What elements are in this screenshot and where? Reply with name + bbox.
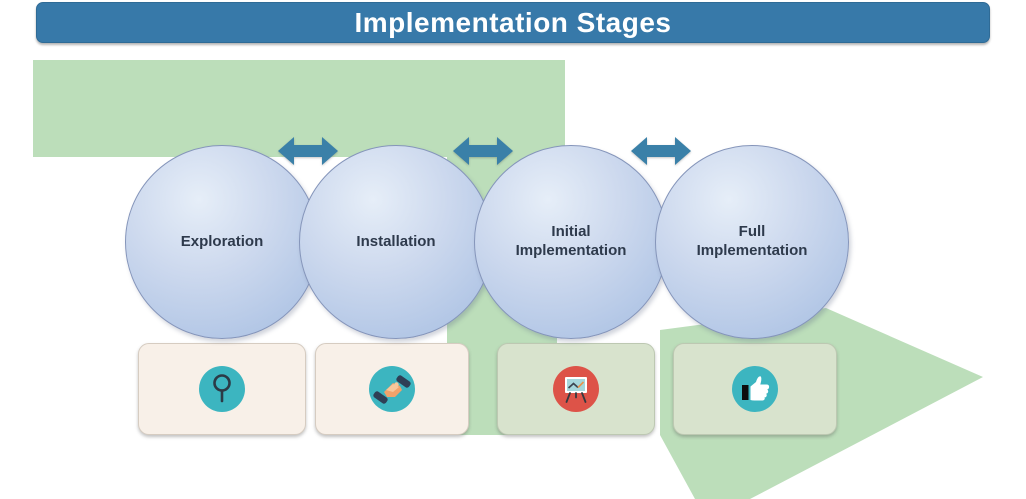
stage-circle-full-implementation: Full Implementation	[655, 145, 849, 339]
presentation-chart-icon	[553, 366, 599, 412]
stage-card-initial-implementation	[497, 343, 655, 435]
stage-circle-initial-implementation: Initial Implementation	[474, 145, 668, 339]
stage-label: Exploration	[180, 232, 264, 250]
stage-card-exploration	[138, 343, 306, 435]
double-arrow-icon	[278, 133, 338, 169]
stage-label: Full Implementation	[696, 223, 808, 259]
stage-label: Installation	[356, 232, 436, 250]
stage-card-installation	[315, 343, 469, 435]
magnifier-icon	[199, 366, 245, 412]
title-bar: Implementation Stages	[36, 2, 990, 43]
double-arrow-icon	[453, 133, 513, 169]
handshake-icon	[369, 366, 415, 412]
thumbs-up-icon	[732, 366, 778, 412]
stage-card-full-implementation	[673, 343, 837, 435]
double-arrow-icon	[631, 133, 691, 169]
stage-circle-exploration: Exploration	[125, 145, 319, 339]
stage-label: Initial Implementation	[515, 223, 627, 259]
stage-circle-installation: Installation	[299, 145, 493, 339]
page-title: Implementation Stages	[354, 6, 672, 38]
